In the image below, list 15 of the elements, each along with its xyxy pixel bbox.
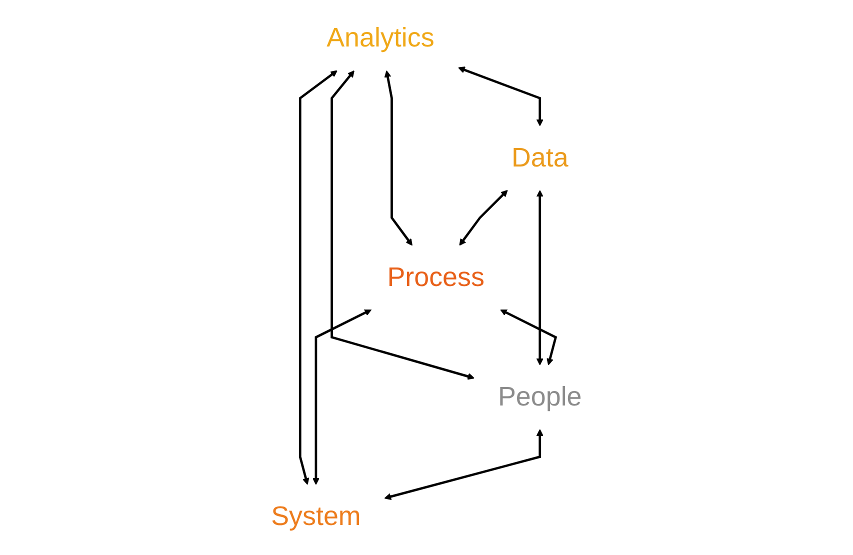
arrow	[330, 70, 475, 380]
arrow	[500, 309, 558, 366]
arrow	[458, 66, 544, 126]
node-text: System	[271, 501, 361, 532]
diagram: Analytics Data People Process System	[241, 0, 612, 555]
arrow	[536, 190, 544, 366]
arrow	[299, 70, 338, 485]
arrow	[459, 190, 508, 246]
node-text: People	[498, 382, 582, 412]
node-text: Process	[387, 262, 485, 292]
node-text: Analytics	[326, 22, 434, 54]
arrow	[312, 309, 372, 485]
arrow	[384, 429, 544, 500]
arrow	[384, 70, 413, 246]
node-text: Data	[512, 142, 568, 173]
